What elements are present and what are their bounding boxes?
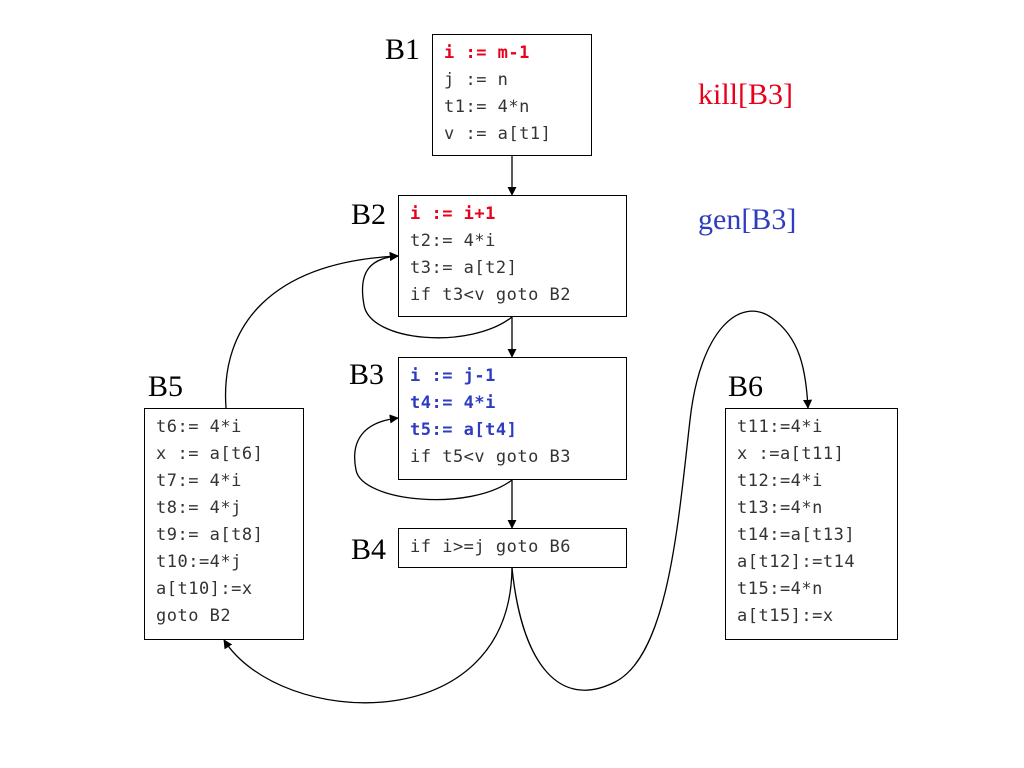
block-b3-line: if t5<v goto B3 <box>410 447 572 467</box>
block-b3: i := j-1 t4:= 4*i t5:= a[t4] if t5<v got… <box>398 357 627 480</box>
block-b2-line: i := i+1 <box>410 204 496 224</box>
block-b2-line: if t3<v goto B2 <box>410 285 572 305</box>
block-b1-line: i := m-1 <box>444 43 530 63</box>
block-b6-line: a[t15]:=x <box>737 606 834 626</box>
block-b6-line: t11:=4*i <box>737 417 823 437</box>
block-b5-line: a[t10]:=x <box>156 579 253 599</box>
block-b6-line: a[t12]:=t14 <box>737 552 856 572</box>
block-b3-line: t4:= 4*i <box>410 393 496 413</box>
block-b5: t6:= 4*i x := a[t6] t7:= 4*i t8:= 4*j t9… <box>144 408 304 640</box>
edge-b2-self-loop <box>361 252 513 339</box>
block-b3-line: t5:= a[t4] <box>410 420 518 440</box>
block-b1-line: v := a[t1] <box>444 124 552 144</box>
edge-b4-b5 <box>223 567 513 704</box>
label-b4: B4 <box>351 533 387 566</box>
block-b6-line: t13:=4*n <box>737 498 823 518</box>
legend-gen: gen[B3] <box>698 203 797 236</box>
block-b5-line: t10:=4*j <box>156 552 242 572</box>
block-b2: i := i+1 t2:= 4*i t3:= a[t2] if t3<v got… <box>398 195 627 317</box>
block-b1-line: j := n <box>444 70 509 90</box>
block-b5-line: t6:= 4*i <box>156 417 242 437</box>
block-b1-line: t1:= 4*n <box>444 97 530 117</box>
legend-kill: kill[B3] <box>698 78 793 111</box>
block-b4-line: if i>=j goto B6 <box>410 537 572 557</box>
block-b5-line: goto B2 <box>156 606 232 626</box>
label-b3: B3 <box>349 358 385 391</box>
block-b1: i := m-1 j := n t1:= 4*n v := a[t1] <box>432 34 592 156</box>
block-b6: t11:=4*i x :=a[t11] t12:=4*i t13:=4*n t1… <box>725 408 898 640</box>
label-b6: B6 <box>728 370 764 403</box>
block-b5-line: x := a[t6] <box>156 444 264 464</box>
block-b6-line: t15:=4*n <box>737 579 823 599</box>
edge-b5-b2 <box>224 251 399 409</box>
block-b3-line: i := j-1 <box>410 366 496 386</box>
edge-b3-self-loop <box>354 414 513 501</box>
block-b2-line: t2:= 4*i <box>410 231 496 251</box>
block-b5-line: t7:= 4*i <box>156 471 242 491</box>
block-b5-line: t8:= 4*j <box>156 498 242 518</box>
label-b5: B5 <box>148 370 184 403</box>
label-b2: B2 <box>351 198 387 231</box>
block-b4: if i>=j goto B6 <box>398 528 627 568</box>
block-b6-line: x :=a[t11] <box>737 444 845 464</box>
block-b6-line: t14:=a[t13] <box>737 525 856 545</box>
edge-b4-b6 <box>511 310 813 691</box>
block-b5-line: t9:= a[t8] <box>156 525 264 545</box>
block-b2-line: t3:= a[t2] <box>410 258 518 278</box>
label-b1: B1 <box>385 33 421 66</box>
block-b6-line: t12:=4*i <box>737 471 823 491</box>
